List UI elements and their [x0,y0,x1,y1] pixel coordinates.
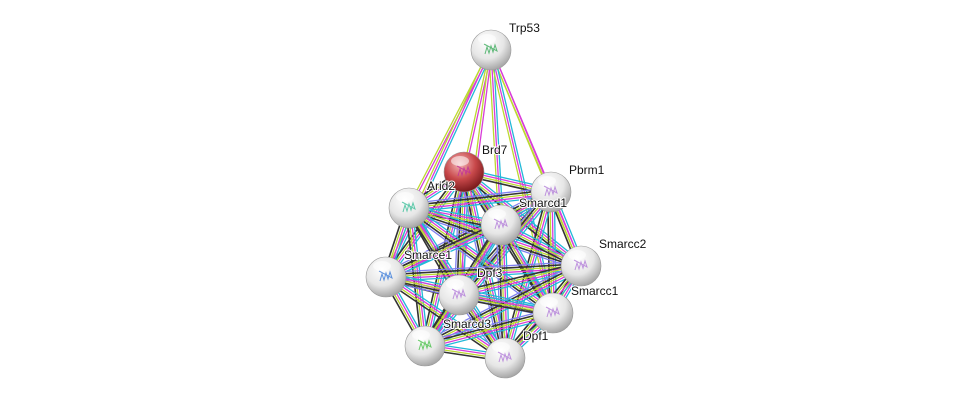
edge-smarcd1-smarce1[interactable] [384,221,503,281]
edge-evidence-database [387,50,494,279]
node-smarcd1[interactable] [480,204,522,246]
edge-evidence-database [425,316,555,351]
edge-evidence-coexpression [385,263,581,276]
edge-evidence-textmining [408,191,552,209]
edge-evidence-experiments [385,49,492,278]
protein-structure-icon [456,165,471,177]
node-highlight [446,279,464,289]
node-brd7[interactable] [443,151,485,193]
protein-structure-icon [417,339,432,351]
node-highlight [396,192,414,202]
node-highlight [538,176,556,186]
edge-evidence-coexpression [384,221,500,275]
edge-smarcc1-smarcd3[interactable] [423,308,555,351]
edge-evidence-homology [423,308,553,343]
edge-evidence-coexpression [408,189,551,207]
node-label: Smarcc1 [571,284,619,298]
edge-smarcd1-dpf1[interactable] [495,224,511,359]
node-highlight [412,330,430,340]
node-highlight [492,342,510,352]
node-highlight [540,297,558,307]
node-label: Smarcc2 [599,237,647,251]
edge-evidence-coexpression [424,310,553,345]
edge-evidence-experiments [386,225,502,279]
protein-structure-icon [573,259,588,271]
node-smarce1[interactable] [365,256,407,298]
node-highlight [568,250,586,260]
node-dpf3[interactable] [438,274,480,316]
edge-evidence-textmining [500,224,506,359]
node-trp53[interactable] [470,29,512,71]
node-smarcc2[interactable] [560,245,602,287]
edge-evidence-coexpression [407,209,553,316]
node-label: Smarcd1 [519,196,567,210]
edge-evidence-textmining [385,265,582,278]
node-label: Smarce1 [404,248,452,262]
edge-evidence-coexpression [498,225,504,359]
node-label: Dpf1 [523,329,549,343]
edge-evidence-homology [385,260,581,274]
node-label: Trp53 [509,21,540,35]
protein-structure-icon [497,351,512,363]
edge-trp53-smarce1[interactable] [383,48,494,279]
node-label: Dpf3 [477,266,503,280]
edge-evidence-textmining [383,48,490,277]
edge-evidence-homology [408,186,551,205]
edge-evidence-textmining [385,223,501,277]
protein-structure-icon [543,185,558,197]
edge-evidence-experiments [425,314,554,349]
node-label: Pbrm1 [569,163,605,177]
edge-evidence-coexpression [458,262,581,293]
edge-evidence-textmining [462,49,491,172]
node-label: Brd7 [482,143,508,157]
protein-structure-icon [401,201,416,213]
edge-evidence-database [504,224,511,358]
protein-structure-icon [378,270,393,282]
edge-evidence-experiments [502,224,508,358]
node-dpf1[interactable] [484,337,526,379]
node-arid2[interactable] [388,187,430,229]
edge-evidence-experiments [409,193,552,211]
protein-structure-icon [483,43,498,55]
node-label: Arid2 [427,179,455,193]
edge-evidence-database [507,192,555,360]
node-highlight [451,156,469,166]
protein-structure-icon [545,306,560,318]
node-label: Smarcd3 [443,317,491,331]
protein-structure-icon [451,288,466,300]
edge-evidence-textmining [458,264,581,295]
protein-structure-icon [493,218,508,230]
node-highlight [478,34,496,44]
edge-smarcc2-smarce1[interactable] [385,260,582,283]
node-highlight [373,261,391,271]
edge-evidence-homology [495,225,502,359]
node-smarcd3[interactable] [404,325,446,367]
node-smarcc1[interactable] [532,292,574,334]
edge-evidence-textmining [424,312,554,347]
node-highlight [488,209,506,219]
node-pbrm1[interactable] [530,171,572,213]
edge-evidence-experiments [409,205,555,312]
